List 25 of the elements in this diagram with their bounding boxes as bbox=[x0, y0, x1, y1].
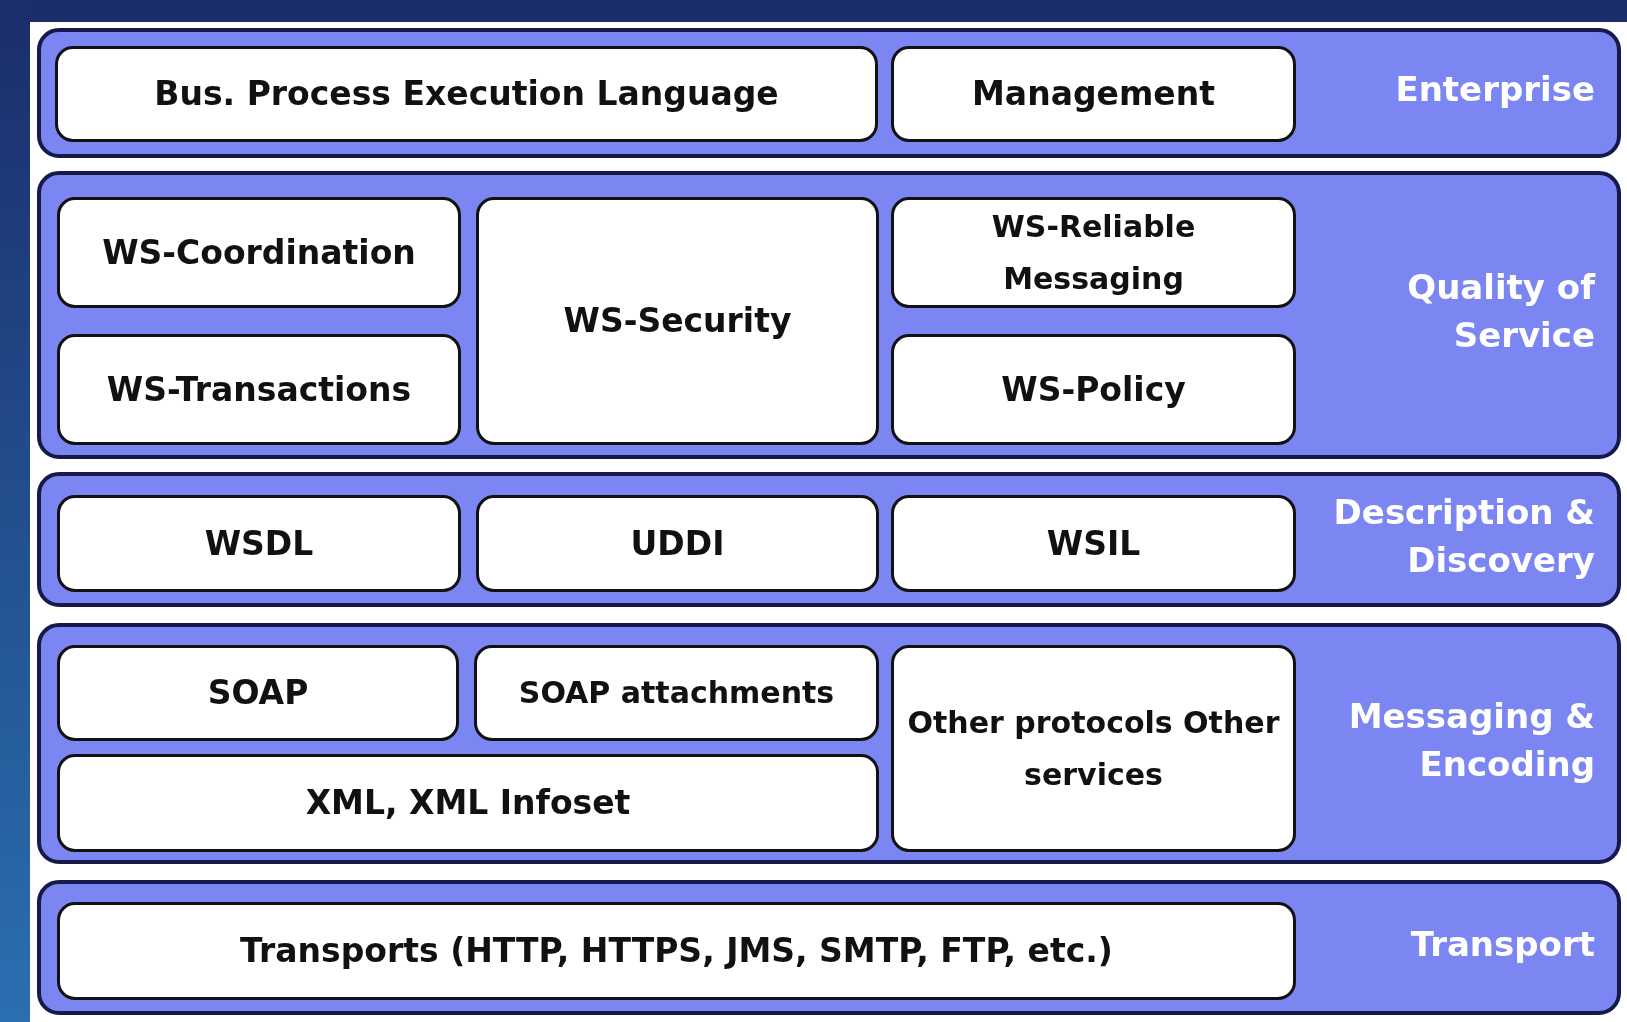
component-box: WS-Transactions bbox=[57, 334, 461, 445]
layer-label: Enterprise bbox=[1394, 68, 1595, 111]
component-box: Transports (HTTP, HTTPS, JMS, SMTP, FTP, etc.) bbox=[57, 902, 1296, 1000]
layer-band bbox=[37, 880, 1621, 1015]
component-box: Management bbox=[891, 46, 1296, 142]
layer-band bbox=[37, 28, 1621, 158]
layer-label: Quality of Service bbox=[1406, 266, 1595, 357]
component-box: SOAP bbox=[57, 645, 459, 741]
component-box: XML, XML Infoset bbox=[57, 754, 879, 852]
layer-band bbox=[37, 623, 1621, 864]
component-box: Other protocols Other services bbox=[891, 645, 1296, 852]
component-box: WS-Security bbox=[476, 197, 879, 445]
layer-band bbox=[37, 472, 1621, 607]
component-box: WSDL bbox=[57, 495, 461, 592]
component-box: SOAP attachments bbox=[474, 645, 879, 741]
component-box: Bus. Process Execution Language bbox=[55, 46, 878, 142]
layer-label: Transport bbox=[1409, 922, 1595, 966]
layer-label: Description & Discovery bbox=[1332, 490, 1595, 582]
component-box: WS-Reliable Messaging bbox=[891, 197, 1296, 308]
component-box: WSIL bbox=[891, 495, 1296, 592]
layer-band bbox=[37, 171, 1621, 459]
component-box: WS-Coordination bbox=[57, 197, 461, 308]
component-box: UDDI bbox=[476, 495, 879, 592]
component-box: WS-Policy bbox=[891, 334, 1296, 445]
layer-label: Messaging & Encoding bbox=[1347, 694, 1595, 786]
